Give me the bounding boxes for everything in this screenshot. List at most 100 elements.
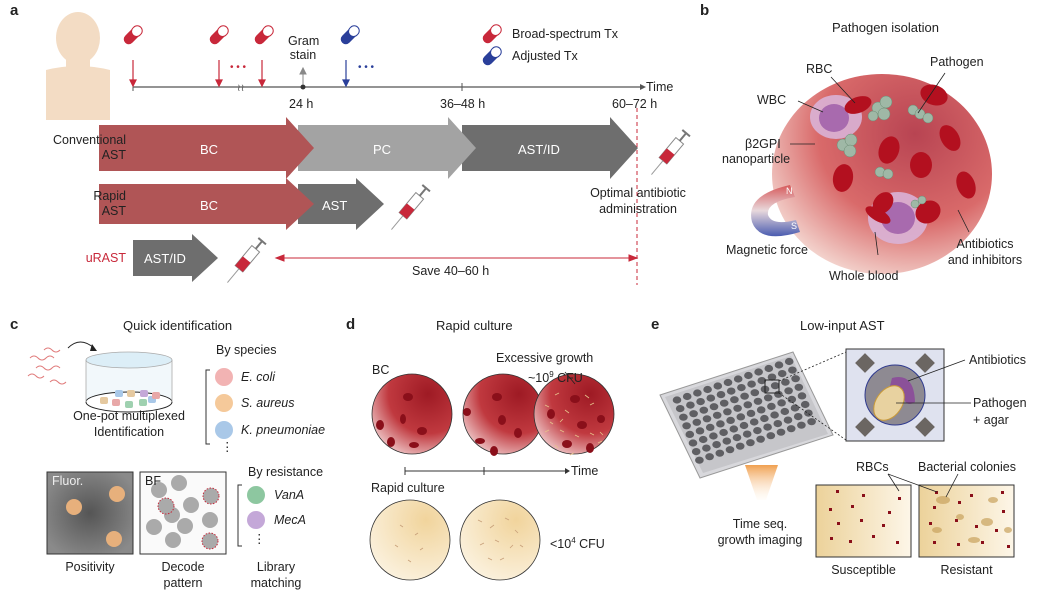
resistant-image — [918, 484, 1015, 558]
legend-adjusted: Adjusted Tx — [512, 49, 578, 63]
blue-ellipsis: • • • — [358, 62, 375, 73]
well — [781, 378, 790, 386]
well — [770, 411, 779, 419]
species-ecoli: E. coli — [241, 370, 276, 384]
well — [753, 397, 763, 405]
stage-bc-conventional: BC — [200, 142, 219, 157]
syringe-icon-rapid — [391, 184, 431, 230]
well — [713, 382, 723, 390]
well — [679, 413, 688, 421]
panel-e-title: Low-input AST — [800, 318, 885, 333]
excessive-growth-bacteria — [544, 392, 604, 456]
pathogen-agar-region — [873, 385, 905, 421]
label-b2gpi-2: nanoparticle — [722, 152, 791, 166]
well — [686, 401, 695, 409]
bc-dish-1 — [371, 373, 453, 455]
well — [715, 449, 725, 457]
patient-silhouette-icon — [46, 12, 110, 120]
well — [746, 439, 755, 447]
well — [698, 435, 708, 444]
resistance-ellipsis: ⋮ — [253, 532, 266, 546]
well — [784, 357, 794, 366]
well — [712, 441, 721, 449]
rapid-culture-label: Rapid culture — [371, 481, 445, 495]
bc-dish-3-excessive — [533, 373, 615, 455]
well — [699, 406, 709, 414]
bc-rbcs — [376, 393, 605, 456]
syringe-icon-urast — [227, 237, 267, 283]
well-plate-wells — [672, 357, 816, 464]
optimal-label-1: Optimal antibiotic — [590, 186, 686, 200]
pathogen-agar-label-2: + agar — [973, 413, 1009, 427]
row-label-conventional-1: Conventional — [53, 133, 126, 147]
row-label-rapid-1: Rapid — [93, 189, 126, 203]
stage-ast-id-conventional: AST/ID — [518, 142, 560, 157]
save-time-label: Save 40–60 h — [412, 264, 490, 278]
antibiotics-label: Antibiotics — [969, 353, 1026, 367]
well — [685, 430, 695, 438]
species-saureus: S. aureus — [241, 396, 295, 410]
well — [767, 402, 776, 410]
well — [725, 446, 735, 454]
well — [692, 418, 702, 426]
well — [672, 396, 682, 404]
label-b2gpi-1: β2GPI — [745, 137, 781, 151]
magnet-n-label: N — [786, 186, 793, 196]
species-bracket — [205, 369, 210, 445]
stage-bc-rapid: BC — [200, 198, 219, 213]
panel-a-label: a — [10, 2, 19, 19]
legend-broad-spectrum: Broad-spectrum Tx — [512, 27, 619, 41]
well — [733, 404, 742, 412]
time-axis-label: Time — [646, 80, 674, 94]
well — [689, 410, 698, 418]
well — [729, 425, 739, 433]
well — [753, 427, 762, 435]
well — [783, 416, 793, 424]
tick-24h: 24 h — [289, 97, 314, 111]
matched-beads — [157, 487, 220, 550]
well — [733, 375, 743, 383]
resistance-bracket — [237, 484, 242, 547]
caption-library-2: matching — [250, 576, 302, 590]
save-time-arrow — [274, 254, 639, 262]
legend-pill-blue-icon — [482, 46, 502, 66]
bacteria-squiggle-icon — [27, 347, 67, 385]
well — [754, 368, 763, 376]
rapid-culture-bacteria — [394, 517, 524, 563]
panel-b-title: Pathogen isolation — [832, 20, 939, 35]
arrow-conventional-ast-id — [462, 117, 638, 179]
imaging-label-2: growth imaging — [717, 533, 803, 547]
well — [726, 416, 735, 424]
well — [757, 377, 767, 385]
syringe-icon-conventional — [651, 129, 691, 175]
well — [726, 387, 736, 395]
well — [777, 399, 786, 407]
well — [735, 442, 745, 450]
legend-pill-red-icon — [482, 24, 502, 44]
well — [743, 401, 753, 409]
well — [763, 394, 773, 402]
rapid-cfu-label: <104 CFU — [550, 536, 605, 552]
row-label-conventional-2: AST — [101, 148, 126, 162]
well — [719, 428, 728, 437]
well — [742, 430, 752, 438]
label-magnetic-force: Magnetic force — [726, 243, 808, 257]
well — [774, 390, 783, 398]
decoded-beads — [146, 475, 218, 548]
resistance-vana: VanA — [274, 488, 305, 502]
well — [740, 392, 749, 400]
well — [706, 394, 716, 402]
gram-stain-label-2: stain — [289, 48, 317, 62]
caption-positivity: Positivity — [65, 560, 115, 574]
well — [716, 420, 725, 428]
label-antibiotics-2: and inhibitors — [947, 253, 1023, 267]
panel-b-leader-lines — [790, 72, 970, 256]
well — [797, 421, 806, 429]
panel-e-leader-lines — [887, 473, 959, 498]
well — [763, 423, 772, 431]
panel-c-title: Quick identification — [123, 318, 233, 333]
well — [793, 413, 803, 421]
stage-ast-id-urast: AST/ID — [144, 251, 186, 266]
